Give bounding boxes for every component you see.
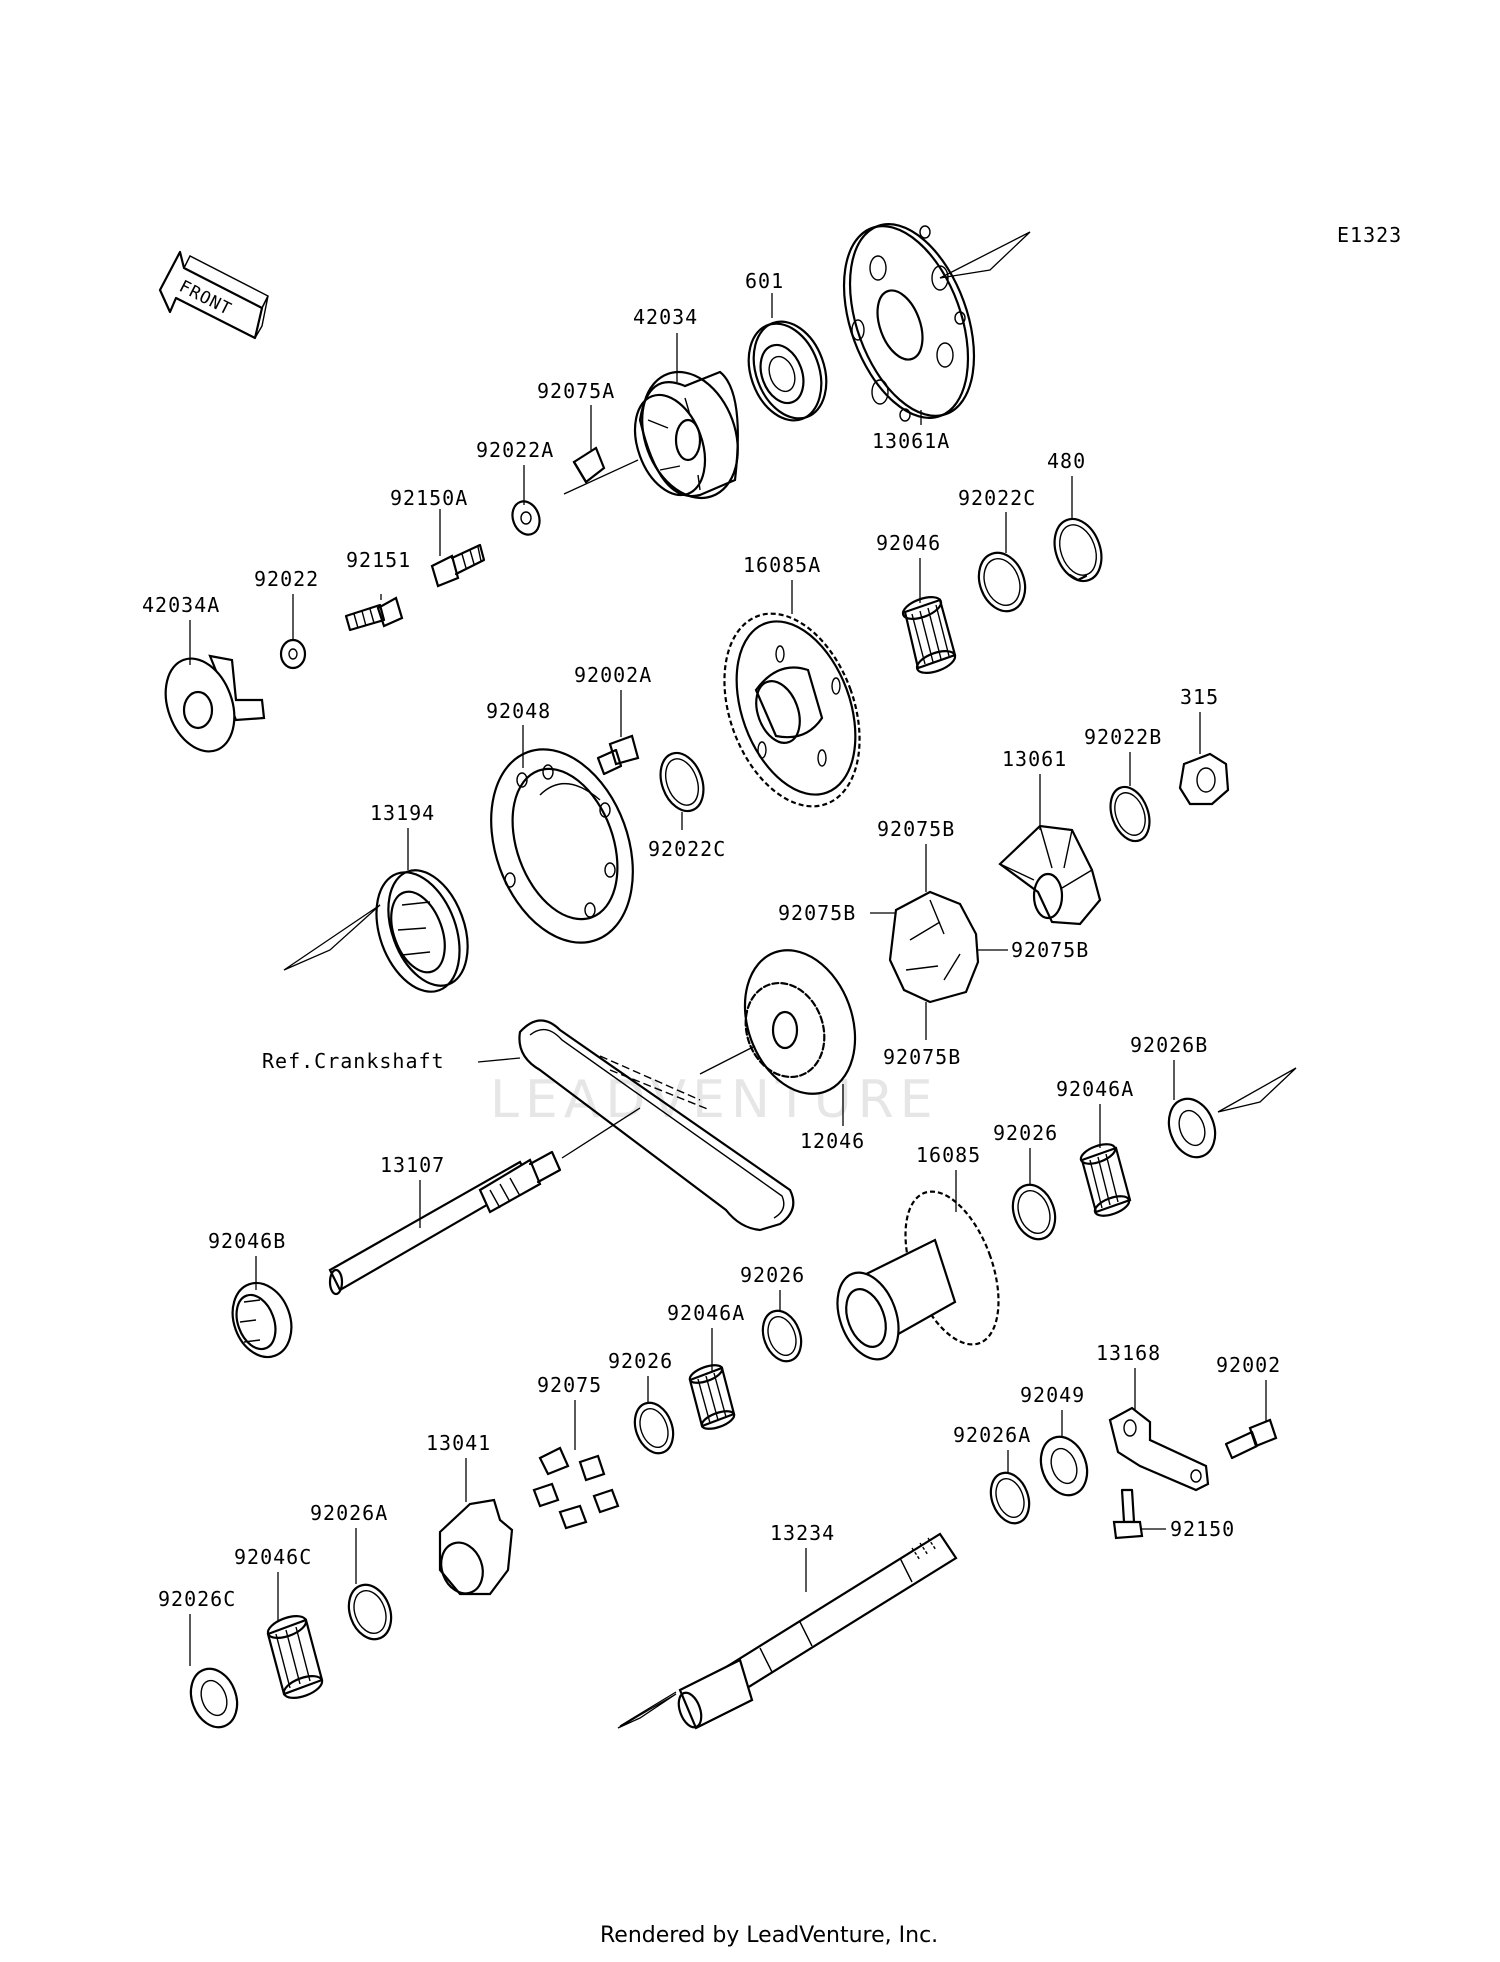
leader-lines xyxy=(189,293,1267,1666)
part-labels: 601 42034 92075A 92022A 13061A 92150A 92… xyxy=(142,269,1281,1611)
part-480-drawing xyxy=(1053,517,1103,583)
part-label[interactable]: 92026A xyxy=(310,1501,388,1525)
part-92075B-drawing xyxy=(888,890,980,1004)
part-92026-b-drawing xyxy=(761,1309,803,1363)
part-label[interactable]: 92022 xyxy=(254,567,319,591)
part-label[interactable]: 13234 xyxy=(770,1521,835,1545)
part-label[interactable]: 92026 xyxy=(993,1121,1058,1145)
part-92022A-drawing xyxy=(511,500,541,536)
part-92046A-b-drawing xyxy=(688,1364,736,1430)
part-label[interactable]: 92046A xyxy=(667,1301,745,1325)
part-92022C-drawing xyxy=(977,551,1027,613)
part-label[interactable]: 92026 xyxy=(740,1263,805,1287)
part-13168-drawing xyxy=(1108,1406,1210,1492)
part-label[interactable]: 13041 xyxy=(426,1431,491,1455)
part-13107-drawing xyxy=(328,1150,562,1296)
assembly-lines xyxy=(283,231,1297,1729)
part-label[interactable]: 92075B xyxy=(883,1045,961,1069)
part-label[interactable]: 92046B xyxy=(208,1229,286,1253)
part-92002-drawing xyxy=(1224,1418,1278,1460)
part-label[interactable]: 92075 xyxy=(537,1373,602,1397)
part-label[interactable]: 13168 xyxy=(1096,1341,1161,1365)
part-label[interactable]: 16085 xyxy=(916,1143,981,1167)
part-13194-drawing xyxy=(375,869,469,993)
part-label[interactable]: 92046A xyxy=(1056,1077,1134,1101)
part-label[interactable]: 480 xyxy=(1047,449,1086,473)
part-label[interactable]: 12046 xyxy=(800,1129,865,1153)
part-label[interactable]: 16085A xyxy=(743,553,821,577)
front-arrow-icon: FRONT xyxy=(158,250,269,340)
part-13234-drawing xyxy=(677,1532,958,1730)
part-13041-drawing xyxy=(438,1498,514,1596)
part-92026C-drawing xyxy=(189,1667,239,1729)
part-16085-drawing xyxy=(836,1190,1000,1361)
part-92075-drawing xyxy=(532,1446,620,1530)
part-92022-drawing xyxy=(279,638,307,670)
part-label[interactable]: 601 xyxy=(745,269,784,293)
part-label[interactable]: 92075B xyxy=(1011,938,1089,962)
part-92150A-drawing xyxy=(430,543,486,588)
part-42034A-drawing xyxy=(164,654,266,753)
part-92026B-drawing xyxy=(1167,1097,1217,1159)
part-92046B-drawing xyxy=(231,1281,293,1359)
part-92026-c-drawing xyxy=(633,1401,675,1455)
part-92046-drawing xyxy=(901,596,957,674)
part-label[interactable]: 92049 xyxy=(1020,1383,1085,1407)
part-label[interactable]: 92002 xyxy=(1216,1353,1281,1377)
part-label[interactable]: 92150 xyxy=(1170,1517,1235,1541)
part-92046C-drawing xyxy=(266,1615,324,1699)
part-label[interactable]: 92026 xyxy=(608,1349,673,1373)
part-label[interactable]: 92026B xyxy=(1130,1033,1208,1057)
part-label[interactable]: 92026A xyxy=(953,1423,1031,1447)
part-label[interactable]: 315 xyxy=(1180,685,1219,709)
part-92002A-drawing xyxy=(596,734,640,776)
part-label[interactable]: 13061 xyxy=(1002,747,1067,771)
part-label[interactable]: 92075A xyxy=(537,379,615,403)
part-label[interactable]: 92046C xyxy=(234,1545,312,1569)
part-92026A-a-drawing xyxy=(989,1471,1031,1525)
part-label[interactable]: 92022C xyxy=(958,486,1036,510)
part-label[interactable]: 92150A xyxy=(390,486,468,510)
part-label[interactable]: 92022C xyxy=(648,837,726,861)
part-92049-drawing xyxy=(1039,1435,1089,1497)
part-label[interactable]: 92022B xyxy=(1084,725,1162,749)
part-label[interactable]: 42034A xyxy=(142,593,220,617)
part-92026-a-drawing xyxy=(1011,1183,1057,1241)
part-92026A-b-drawing xyxy=(347,1583,393,1641)
part-label[interactable]: 92075B xyxy=(778,901,856,925)
footer-credit: Rendered by LeadVenture, Inc. xyxy=(600,1923,938,1948)
part-92022B-drawing xyxy=(1109,785,1151,843)
part-92150-drawing xyxy=(1112,1488,1144,1540)
part-92048-drawing xyxy=(490,748,634,944)
part-label[interactable]: 92048 xyxy=(486,699,551,723)
part-label[interactable]: 42034 xyxy=(633,305,698,329)
part-92075A-drawing xyxy=(572,446,606,484)
part-label[interactable]: 13107 xyxy=(380,1153,445,1177)
part-label[interactable]: 92026C xyxy=(158,1587,236,1611)
part-601-drawing xyxy=(747,320,828,422)
part-315-drawing xyxy=(1178,752,1230,806)
part-label[interactable]: 13194 xyxy=(370,801,435,825)
part-label[interactable]: 92151 xyxy=(346,548,411,572)
part-42034-drawing xyxy=(633,370,739,500)
part-label[interactable]: 92046 xyxy=(876,531,941,555)
watermark: LEADVENTURE xyxy=(490,1070,939,1130)
part-92022C-b-drawing xyxy=(659,751,705,813)
part-label[interactable]: 92002A xyxy=(574,663,652,687)
part-16085A-drawing xyxy=(723,612,861,808)
part-12046-drawing xyxy=(743,949,857,1095)
part-13061A-drawing xyxy=(842,223,976,422)
part-label[interactable]: 92022A xyxy=(476,438,554,462)
part-92151-drawing xyxy=(344,596,404,632)
part-chain-drawing xyxy=(518,1019,795,1232)
part-label[interactable]: 92075B xyxy=(877,817,955,841)
diagram-code: E1323 xyxy=(1337,223,1402,247)
part-label[interactable]: Ref.Crankshaft xyxy=(262,1049,445,1073)
part-label[interactable]: 13061A xyxy=(872,429,950,453)
part-92046A-a-drawing xyxy=(1079,1143,1132,1217)
part-13061-drawing xyxy=(998,824,1102,926)
